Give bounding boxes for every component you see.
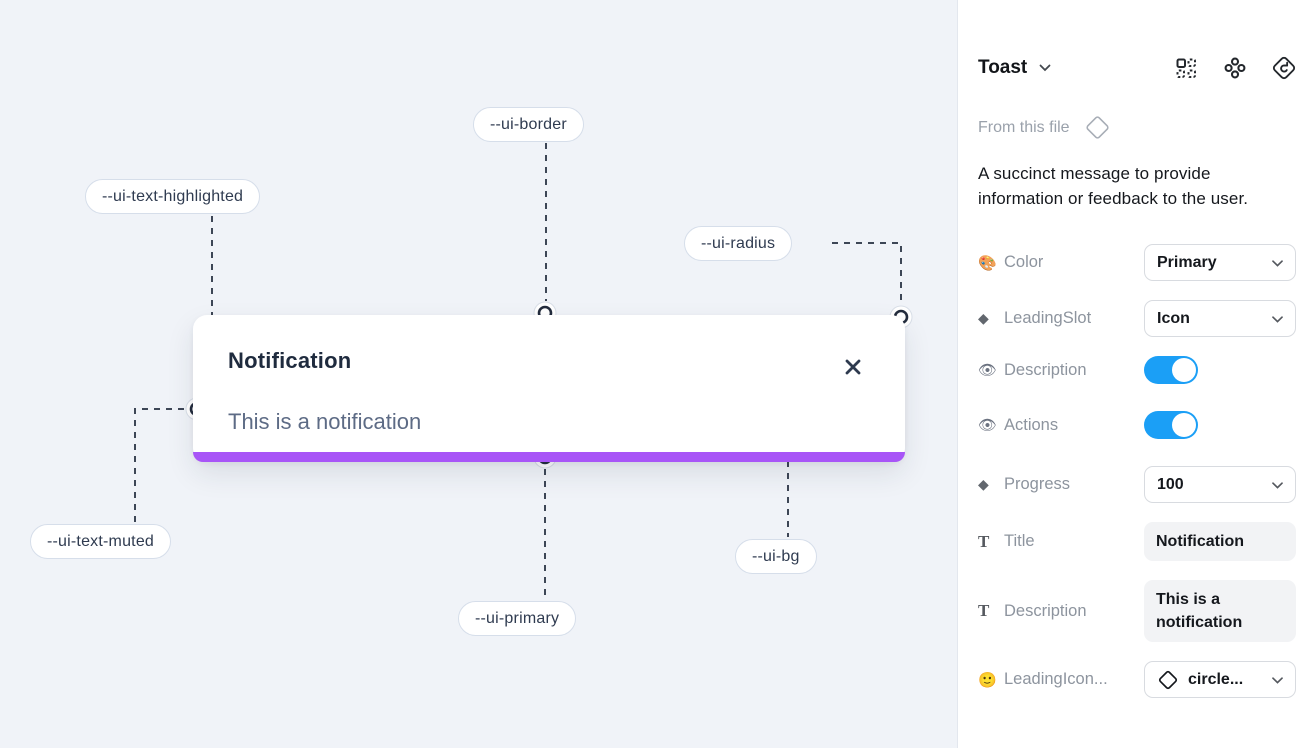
chevron-down-icon <box>1272 671 1283 689</box>
source-label: From this file <box>978 118 1070 136</box>
eye-icon: 👁 <box>978 417 998 434</box>
css-var-label-bg[interactable]: --ui-bg <box>735 539 817 574</box>
prop-label-leading-slot: LeadingSlot <box>1004 309 1092 327</box>
css-var-label-radius[interactable]: --ui-radius <box>684 226 793 261</box>
chevron-down-icon <box>1272 254 1283 272</box>
prop-row-show-actions: 👁 Actions <box>978 411 1296 439</box>
toast-title: Notification <box>228 348 352 373</box>
toast-progress-bar <box>193 452 905 462</box>
component-title[interactable]: Toast <box>978 57 1028 78</box>
prop-row-title: T Title Notification <box>978 522 1296 561</box>
eye-icon: 👁 <box>978 362 998 379</box>
prop-row-color: 🎨 Color Primary <box>978 244 1296 281</box>
component-grid-icon[interactable] <box>1174 56 1198 80</box>
progress-select-value: 100 <box>1157 475 1184 493</box>
color-select[interactable]: Primary <box>1144 244 1296 281</box>
description-field-value: This is a notification <box>1156 591 1243 631</box>
prop-label-progress: Progress <box>1004 475 1071 493</box>
text-icon: T <box>978 601 990 620</box>
title-field[interactable]: Notification <box>1144 522 1296 561</box>
prop-row-progress: ◆ Progress 100 <box>978 466 1296 503</box>
properties-list: 🎨 Color Primary ◆ LeadingSlot <box>978 244 1296 698</box>
close-icon[interactable] <box>843 357 863 377</box>
diamond-icon: ◆ <box>978 310 989 326</box>
progress-select[interactable]: 100 <box>1144 466 1296 503</box>
diamond-icon <box>1085 116 1109 139</box>
chevron-down-icon[interactable] <box>1039 59 1051 77</box>
prop-label-show-description: Description <box>1004 360 1087 379</box>
prop-label-leading-icon: LeadingIcon... <box>1004 670 1108 688</box>
leading-slot-select-value: Icon <box>1157 309 1190 327</box>
css-var-label-text-highlighted[interactable]: --ui-text-highlighted <box>85 179 261 214</box>
prop-label-description-field: Description <box>1004 601 1087 620</box>
prop-label-show-actions: Actions <box>1004 415 1059 434</box>
prop-row-leading-slot: ◆ LeadingSlot Icon <box>978 300 1296 337</box>
css-var-label-border[interactable]: --ui-border <box>473 107 584 142</box>
component-description: A succinct message to provide informatio… <box>978 164 1249 208</box>
palette-icon: 🎨 <box>978 254 997 272</box>
toggle-knob <box>1172 413 1196 437</box>
actions-toggle[interactable] <box>1144 411 1198 439</box>
diamond-icon <box>1157 669 1179 691</box>
source-row: From this file <box>978 114 1296 141</box>
prop-row-description-field: T Description This is a notification <box>978 580 1296 642</box>
properties-panel: Toast <box>958 0 1312 748</box>
smiley-icon: 🙂 <box>978 671 997 689</box>
leading-slot-select[interactable]: Icon <box>1144 300 1296 337</box>
toggle-knob <box>1172 358 1196 382</box>
text-icon: T <box>978 531 990 551</box>
chevron-down-icon <box>1272 476 1283 494</box>
variants-icon[interactable] <box>1223 56 1247 80</box>
reset-instance-icon[interactable] <box>1272 56 1296 80</box>
title-field-value: Notification <box>1156 533 1244 550</box>
chevron-down-icon <box>1272 310 1283 328</box>
toast-component: Notification This is a notification <box>193 315 905 462</box>
toast-description: This is a notification <box>228 409 422 434</box>
prop-label-title: Title <box>1004 532 1035 550</box>
leading-icon-select-value: circle... <box>1188 670 1244 688</box>
description-field[interactable]: This is a notification <box>1144 580 1296 642</box>
panel-header: Toast <box>978 56 1296 80</box>
css-var-label-text-muted[interactable]: --ui-text-muted <box>30 524 172 559</box>
color-select-value: Primary <box>1157 253 1217 271</box>
description-toggle[interactable] <box>1144 356 1198 384</box>
css-var-label-primary[interactable]: --ui-primary <box>458 601 577 636</box>
design-canvas[interactable]: Notification This is a notification --ui… <box>0 0 958 748</box>
leading-icon-select[interactable]: circle... <box>1144 661 1296 698</box>
prop-row-leading-icon: 🙂 LeadingIcon... circle... <box>978 661 1296 698</box>
prop-label-color: Color <box>1004 253 1044 271</box>
prop-row-show-description: 👁 Description <box>978 356 1296 384</box>
diamond-icon: ◆ <box>978 476 989 492</box>
